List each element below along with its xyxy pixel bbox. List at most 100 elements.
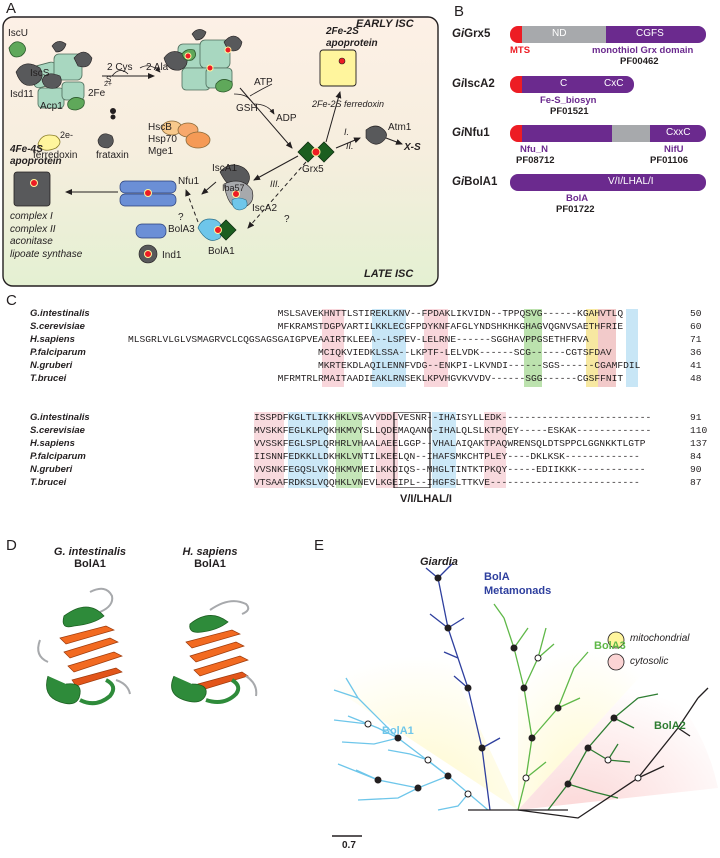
- species-name: G.intestinalis: [30, 308, 90, 319]
- target-item: complex II: [10, 223, 56, 235]
- isd11-label: Isd11: [10, 89, 34, 100]
- nfu-n-pfam-label: PF08712: [516, 155, 555, 166]
- path-iii-label: III.: [270, 179, 281, 189]
- fes-pfam-label: PF01521: [550, 106, 589, 117]
- giardia-label: Giardia: [420, 556, 458, 568]
- sequence-end-number: 71: [690, 334, 702, 345]
- iscs-label: IscS: [30, 68, 50, 79]
- structure-left: [37, 587, 131, 706]
- domain-name-nfu1: GiNfu1: [452, 127, 490, 139]
- panel-letter-e: E: [314, 537, 325, 554]
- sequence-end-number: 110: [690, 425, 708, 436]
- nd-segment: [522, 26, 606, 43]
- question-left-label: ?: [178, 212, 184, 223]
- question-right-label: ?: [284, 214, 290, 225]
- sequence-line: MFRMTRLRMAITAADIEAKLRNSEKLKPVHGVKVVDV---…: [128, 373, 624, 384]
- mge1-label: Mge1: [148, 146, 174, 157]
- sequence-end-number: 137: [690, 438, 708, 449]
- ala-label: 2 Ala: [146, 62, 169, 73]
- support-nodes: [374, 574, 618, 792]
- isd11-shape: [15, 63, 43, 86]
- bola1-label: BolA1: [208, 246, 235, 257]
- grx-domain-label: monothiol Grx domain: [592, 45, 694, 56]
- species-name: H.sapiens: [30, 438, 75, 449]
- iscs-shape-4: [61, 81, 85, 101]
- isca1-label: IscA1: [212, 163, 238, 174]
- structure-right: [171, 600, 258, 704]
- target-item: lipoate synthase: [10, 248, 83, 260]
- legend-cyto-swatch: [607, 653, 625, 671]
- sequence-line: MCIQKVIEDKLSSA--LKPTF-LELVDK------SCG---…: [128, 347, 612, 358]
- protein-structures: [37, 587, 258, 706]
- species-name: S.cerevisiae: [30, 321, 85, 332]
- mts-label: MTS: [510, 45, 531, 56]
- nfu-n-segment: [522, 125, 612, 142]
- atm1-shape: [365, 125, 387, 145]
- path-ii-label: II.: [346, 141, 354, 151]
- fes-domain-label: Fe-S_biosyn: [540, 95, 597, 106]
- bola2-clade-label: BolA2: [654, 720, 686, 732]
- sequence-end-number: 36: [690, 347, 702, 358]
- frataxin-label: frataxin: [96, 150, 129, 161]
- hscb-label: HscB: [148, 122, 172, 133]
- sequence-line: MFKRAMSTDGPVARTILKKLECGFPDYKNFAFGLYNDSHK…: [128, 321, 624, 332]
- motif-label: V/I/LHAL/I: [400, 493, 452, 505]
- path-i-label: I.: [344, 127, 350, 137]
- structure-right-title: H. sapiens BolA1: [182, 546, 238, 570]
- species-name: S.cerevisiae: [30, 425, 85, 436]
- isca2-domain-bar: C CxC: [510, 76, 634, 93]
- gsh-label: GSH: [236, 103, 258, 114]
- alignment-highlights-1: [322, 309, 638, 387]
- sequence-end-number: 48: [690, 373, 702, 384]
- bola3-label: BolA3: [168, 224, 195, 235]
- fe-label: 2Fe: [88, 88, 106, 99]
- nifu-label: NifU: [664, 144, 684, 155]
- atm1-label: Atm1: [388, 122, 412, 133]
- grx5-domain-bar: ND CGFS: [510, 26, 706, 43]
- acp1-shape: [67, 97, 85, 111]
- electrons-label: 2e-: [60, 130, 74, 140]
- iba57-label: Iba57: [222, 183, 245, 193]
- nifu-segment: [650, 125, 706, 142]
- bola1-domain-bar: V/I/LHAL/I: [510, 174, 706, 191]
- nfu-n-label: Nfu_N: [520, 144, 548, 155]
- sequence-line: MVSKKFEGLKLPQKHKMVYSLLQDEMAQANG-IHALQLSL…: [254, 425, 652, 436]
- nfu1-domain-bar: CxxC: [510, 125, 706, 142]
- structure-left-title: G. intestinalis BolA1: [53, 546, 127, 570]
- sequence-line: IISNNFEDKKLLDKHKLVNTILKEELQN--IHAFSMKCHT…: [254, 451, 640, 462]
- apoprotein-2fe-label: 2Fe-2S apoprotein: [326, 26, 378, 49]
- grx5-label: Grx5: [302, 164, 324, 175]
- isca2-label: IscA2: [252, 203, 278, 214]
- ind1-label: Ind1: [162, 250, 182, 261]
- scale-label: 0.7: [342, 840, 356, 851]
- domain-name-grx5: GiGrx5: [452, 28, 491, 40]
- species-name: N.gruberi: [30, 360, 73, 371]
- hsp70-label: Hsp70: [148, 134, 177, 145]
- cxxc-label: CxxC: [666, 127, 691, 138]
- sequence-end-number: 50: [690, 308, 702, 319]
- panel-a-figure: [2, 16, 439, 287]
- grx-pfam-label: PF00462: [620, 56, 659, 67]
- bola-motif-label: V/I/LHAL/I: [608, 176, 654, 187]
- nfu1-label: Nfu1: [178, 176, 200, 187]
- ferredoxin-shape: [37, 134, 61, 151]
- bola-domain-label: BolA: [566, 193, 589, 204]
- sequence-line: VVSSKFEGLSPLQRHRLVHAALAEELGGP--VHALAIQAK…: [254, 438, 646, 449]
- acp1-label: Acp1: [40, 101, 63, 112]
- apoprotein-4fe-box: [13, 171, 51, 207]
- legend-mito-label: mitochondrial: [630, 633, 690, 644]
- grx-domain-segment: [606, 26, 706, 43]
- sulfur-label: S: [106, 75, 112, 84]
- fes-domain-segment: [522, 76, 634, 93]
- sequence-line: VTSAAFRDKSLVQQHKLVNEVLKGEIPL--IHGFSLTTKV…: [254, 477, 640, 488]
- sequence-end-number: 41: [690, 360, 702, 371]
- sequence-line: MSLSAVEKHNTTLSTIREKLKNV--FPDAKLIKVIDN--T…: [128, 308, 624, 319]
- atp-label: ATP: [254, 77, 273, 88]
- nd-label: ND: [552, 28, 567, 39]
- late-isc-label: LATE ISC: [364, 268, 414, 280]
- species-name: H.sapiens: [30, 334, 75, 345]
- sequence-end-number: 84: [690, 451, 702, 462]
- c-motif-label: C: [560, 78, 568, 89]
- ferredoxin-2fe-label: 2Fe-2S ferredoxin: [312, 99, 385, 109]
- early-isc-label: EARLY ISC: [356, 18, 414, 30]
